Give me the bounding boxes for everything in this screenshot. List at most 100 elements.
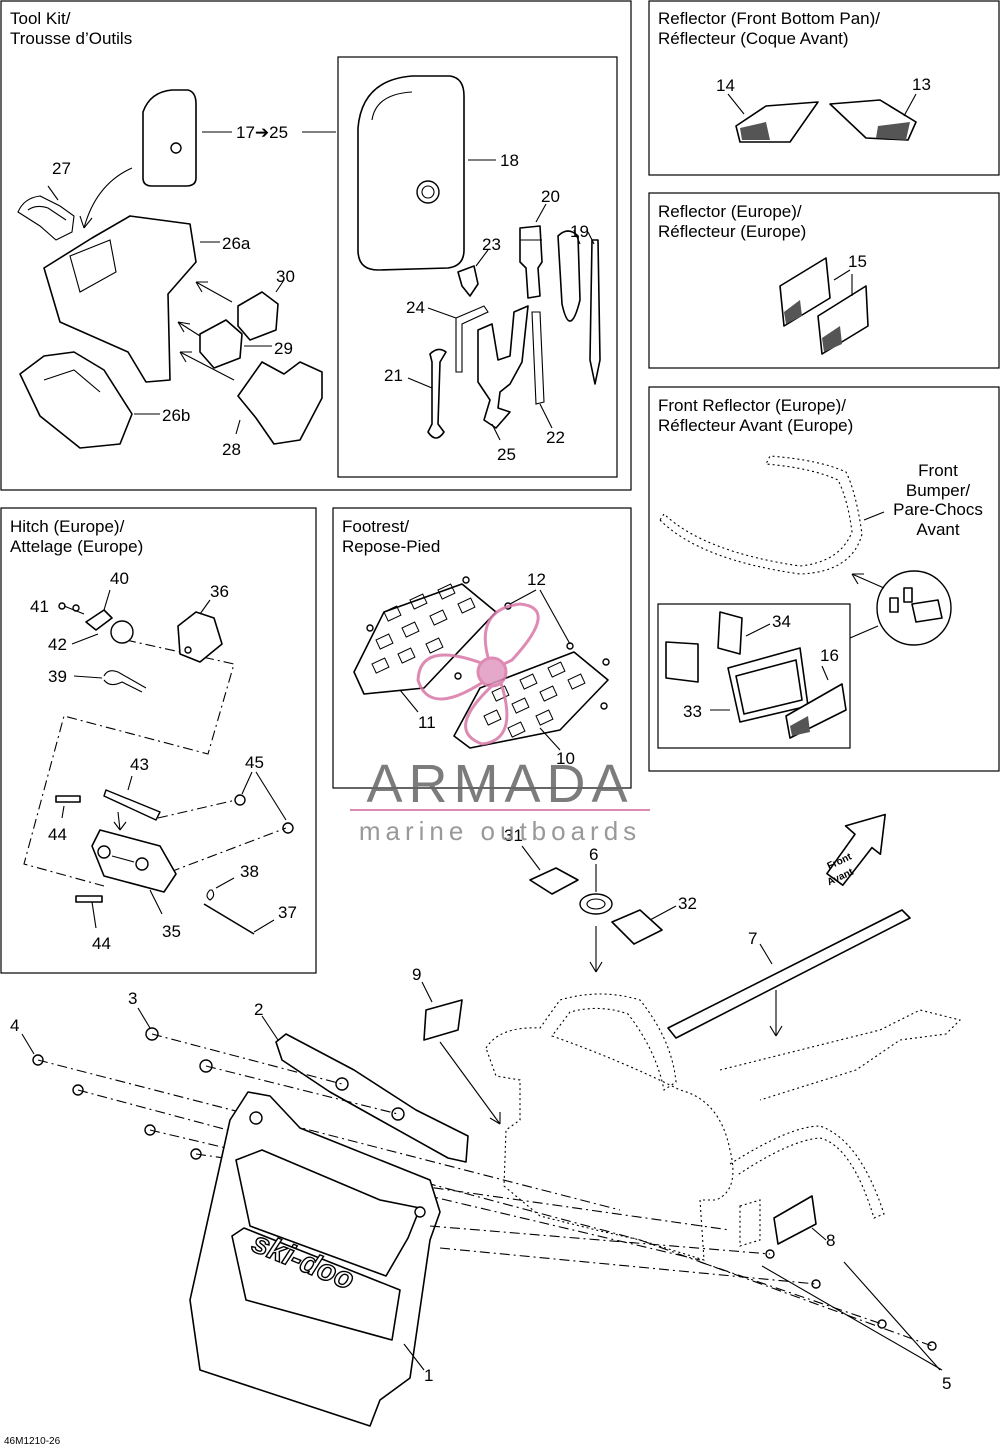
foam-block-29 [199, 319, 243, 369]
callout-20: 20 [541, 187, 560, 206]
figure-code: 46M1210-26 [4, 1436, 61, 1447]
callout-2: 2 [254, 1000, 263, 1019]
pin-tool [531, 311, 545, 405]
footrest-title-line1: Footrest/ [342, 517, 409, 536]
footrest-section: Footrest/ Repose-Pied 11 [332, 507, 632, 789]
bumper-label-line3: Pare-Chocs [893, 500, 983, 519]
hitch-title-line2: Attelage (Europe) [10, 537, 143, 556]
callout-35: 35 [162, 922, 181, 941]
foam-insert-28 [237, 361, 323, 445]
callout-37: 37 [278, 903, 297, 922]
hitch-pin-40 [85, 609, 113, 631]
front-frame-outline [485, 993, 734, 1261]
callout-17-25: 17➔25 [236, 123, 288, 142]
hitch-pin-37 [203, 903, 255, 935]
reflector-europe-frame [648, 192, 1000, 369]
hitch-bracket-35 [91, 829, 177, 893]
pouch-logo-small [170, 142, 182, 154]
watermark-tagline: marine outboards [359, 816, 641, 846]
reflector-front-bottom-pan-section: Reflector (Front Bottom Pan)/ Réflecteur… [648, 0, 1000, 176]
socket-tool [519, 225, 543, 299]
callout-26b: 26b [162, 406, 190, 425]
bumper-label-line4: Avant [916, 520, 959, 539]
tool-pouch-small [142, 89, 197, 187]
watermark-brand: ARMADA [366, 754, 633, 814]
front-reflector-title-line1: Front Reflector (Europe)/ [658, 396, 846, 415]
callout-33: 33 [683, 702, 702, 721]
callout-13: 13 [912, 75, 931, 94]
tool-box-26b [19, 351, 133, 449]
callout-9: 9 [412, 965, 421, 984]
screwdriver-blade [589, 239, 601, 385]
callout-41: 41 [30, 597, 49, 616]
callout-8: 8 [826, 1231, 835, 1250]
reflector-pan-title-line2: Réflecteur (Coque Avant) [658, 29, 849, 48]
footrest-title-line2: Repose-Pied [342, 537, 440, 556]
callout-29: 29 [274, 339, 293, 358]
footrest-11 [353, 583, 497, 695]
callout-27: 27 [52, 159, 71, 178]
callout-44b: 44 [92, 934, 111, 953]
callout-31: 31 [504, 826, 523, 845]
reflector-europe-title-line1: Reflector (Europe)/ [658, 202, 802, 221]
hitch-block-36 [177, 611, 223, 663]
callout-5: 5 [942, 1374, 951, 1393]
tool-kit-inner-frame [337, 56, 618, 478]
armada-watermark: ARMADA marine outboards [350, 602, 650, 846]
reflector-inset-frame [657, 603, 851, 749]
callout-40: 40 [110, 569, 129, 588]
callout-30: 30 [276, 267, 295, 286]
callout-39: 39 [48, 667, 67, 686]
emblem-6 [579, 893, 613, 915]
decal-32 [611, 909, 663, 945]
hitch-bolt-44b [75, 895, 103, 903]
callout-24: 24 [406, 298, 425, 317]
callout-6: 6 [589, 845, 598, 864]
hex-key [455, 305, 489, 373]
hitch-hook-38 [206, 889, 215, 901]
spark-plug-clip [457, 265, 479, 297]
reflector-pan-frame [648, 0, 1000, 176]
hitch-title-line1: Hitch (Europe)/ [10, 517, 125, 536]
front-direction-arrow [826, 813, 886, 886]
hitch-europe-section: Hitch (Europe)/ Attelage (Europe) 40 41 … [0, 507, 317, 974]
callout-10: 10 [556, 749, 575, 768]
decal-9 [423, 999, 463, 1041]
decal-31 [529, 867, 579, 895]
bumper-label-line2: Bumper/ [906, 481, 971, 500]
footrest-frame [332, 507, 632, 789]
callout-18: 18 [500, 151, 519, 170]
tool-holder-clip [17, 195, 75, 241]
callout-23: 23 [482, 235, 501, 254]
armada-propeller-logo [416, 602, 540, 746]
front-reflector-frame [648, 386, 1000, 772]
hitch-pad-43 [103, 789, 161, 821]
open-end-wrench [427, 348, 447, 439]
callout-19: 19 [570, 222, 589, 241]
callout-21: 21 [384, 366, 403, 385]
callout-26a: 26a [222, 234, 251, 253]
callout-25: 25 [497, 445, 516, 464]
callout-36: 36 [210, 582, 229, 601]
callout-22: 22 [546, 428, 565, 447]
decal-8 [773, 1195, 817, 1245]
hitch-frame [0, 507, 317, 974]
callout-7: 7 [748, 929, 757, 948]
tool-kit-section: Tool Kit/ Trousse d’Outils 17➔25 18 20 1… [0, 0, 632, 491]
pouch-logo-large [416, 180, 440, 204]
callout-43: 43 [130, 755, 149, 774]
front-reflector-europe-section: Front Reflector (Europe)/ Réflecteur Ava… [648, 386, 1000, 772]
front-bumper-outline [659, 455, 863, 575]
footrest-10 [453, 651, 609, 749]
hitch-bolt-44a [55, 795, 81, 803]
callout-34: 34 [772, 612, 791, 631]
tool-pouch-large [357, 75, 465, 271]
callout-3: 3 [128, 989, 137, 1008]
reflector-europe-section: Reflector (Europe)/ Réflecteur (Europe) … [648, 192, 1000, 369]
front-reflector-title-line2: Réflecteur Avant (Europe) [658, 416, 853, 435]
tool-kit-frame [0, 0, 632, 491]
tool-kit-title-line2: Trousse d’Outils [10, 29, 132, 48]
tool-box-26a [43, 215, 197, 383]
hitch-pin-head-42 [110, 620, 134, 644]
